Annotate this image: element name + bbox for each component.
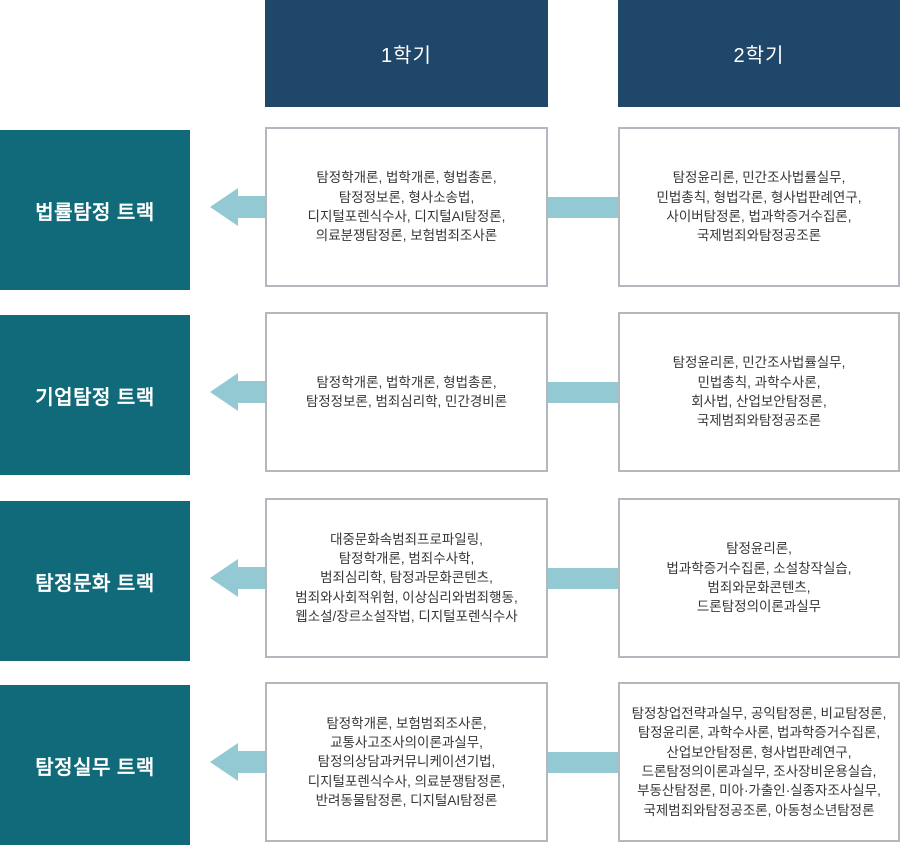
track-label-detective-practice: 탐정실무 트랙 [0, 685, 190, 845]
course-list: 탐정창업전략과실무, 공익탐정론, 비교탐정론, 탐정윤리론, 과학수사론, 법… [631, 706, 887, 818]
left-arrow-icon [210, 373, 266, 411]
track-label-detective-culture: 탐정문화 트랙 [0, 501, 190, 661]
left-arrow-icon [210, 559, 266, 597]
course-list: 탐정학개론, 법학개론, 형법총론, 탐정정보론, 형사소송법, 디지털포렌식수… [307, 170, 506, 244]
course-box-corporate-sem1: 탐정학개론, 법학개론, 형법총론, 탐정정보론, 범죄심리학, 민간경비론 [265, 312, 548, 472]
course-box-practice-sem1: 탐정학개론, 보험범죄조사론, 교통사고조사의이론과실무, 탐정의상담과커뮤니케… [265, 682, 548, 842]
course-box-culture-sem1: 대중문화속범죄프로파일링, 탐정학개론, 범죄수사학, 범죄심리학, 탐정과문화… [265, 498, 548, 658]
course-list: 탐정학개론, 보험범죄조사론, 교통사고조사의이론과실무, 탐정의상담과커뮤니케… [307, 715, 506, 808]
course-list: 탐정윤리론, 민간조사법률실무, 민법총칙, 형법각론, 형사법판례연구, 사이… [656, 170, 862, 244]
course-box-practice-sem2: 탐정창업전략과실무, 공익탐정론, 비교탐정론, 탐정윤리론, 과학수사론, 법… [618, 682, 900, 842]
course-list: 대중문화속범죄프로파일링, 탐정학개론, 범죄수사학, 범죄심리학, 탐정과문화… [295, 531, 518, 624]
connector-band [548, 382, 618, 403]
course-box-legal-sem1: 탐정학개론, 법학개론, 형법총론, 탐정정보론, 형사소송법, 디지털포렌식수… [265, 127, 548, 287]
semester-2-label: 2학기 [733, 45, 785, 67]
left-arrow-icon [210, 743, 266, 781]
course-list: 탐정윤리론, 법과학증거수집론, 소설창작실습, 범죄와문화콘텐츠, 드론탐정의… [666, 541, 852, 615]
track-label-corporate-detective: 기업탐정 트랙 [0, 315, 190, 475]
course-box-legal-sem2: 탐정윤리론, 민간조사법률실무, 민법총칙, 형법각론, 형사법판례연구, 사이… [618, 127, 900, 287]
connector-band [548, 568, 618, 589]
connector-band [548, 197, 618, 218]
left-arrow-icon [210, 188, 266, 226]
semester-1-header: 1학기 [265, 0, 548, 107]
semester-2-header: 2학기 [618, 0, 900, 107]
connector-band [548, 752, 618, 773]
course-list: 탐정학개론, 법학개론, 형법총론, 탐정정보론, 범죄심리학, 민간경비론 [305, 374, 508, 409]
course-box-corporate-sem2: 탐정윤리론, 민간조사법률실무, 민법총칙, 과학수사론, 회사법, 산업보안탐… [618, 312, 900, 472]
semester-1-label: 1학기 [381, 45, 432, 67]
course-box-culture-sem2: 탐정윤리론, 법과학증거수집론, 소설창작실습, 범죄와문화콘텐츠, 드론탐정의… [618, 498, 900, 658]
course-list: 탐정윤리론, 민간조사법률실무, 민법총칙, 과학수사론, 회사법, 산업보안탐… [672, 355, 846, 429]
track-label-legal-detective: 법률탐정 트랙 [0, 130, 190, 290]
